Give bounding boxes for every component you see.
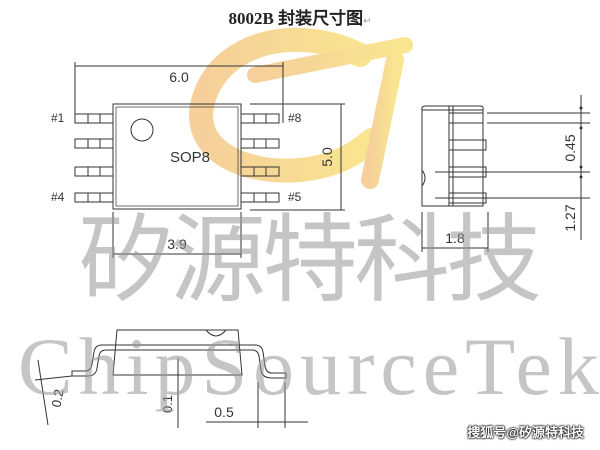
title-text: 8002B 封装尺寸图 bbox=[228, 9, 364, 28]
pin1-marker bbox=[130, 118, 154, 142]
dim-overall-width: 6.0 bbox=[169, 69, 189, 85]
package-label: SOP8 bbox=[170, 149, 210, 166]
dim-pitch: 1.27 bbox=[562, 204, 578, 231]
front-body bbox=[112, 329, 243, 376]
pin4-label: #4 bbox=[51, 190, 65, 204]
pin8-label: #8 bbox=[288, 111, 302, 125]
side-body bbox=[421, 109, 484, 207]
dim-body-width: 3.9 bbox=[167, 236, 187, 252]
lead-frame bbox=[71, 344, 287, 379]
watermark-english: ChipSourceTek bbox=[18, 321, 600, 412]
pin1-label: #1 bbox=[51, 111, 65, 125]
dim-thickness: 1.8 bbox=[445, 230, 465, 246]
dim-standoff: 0.1 bbox=[160, 395, 175, 413]
watermark-chinese: 矽源特科技 bbox=[78, 204, 542, 316]
right-pins bbox=[240, 113, 280, 203]
dim-lead-thickness: 0.2 bbox=[49, 388, 67, 408]
dim-foot-length: 0.5 bbox=[214, 404, 234, 420]
dim-lead-width: 0.45 bbox=[562, 134, 578, 161]
dim-body-height: 5.0 bbox=[319, 147, 335, 167]
pin5-label: #5 bbox=[288, 190, 302, 204]
source-credit: 搜狐号@矽源特科技 bbox=[467, 425, 584, 440]
package-body-outline bbox=[112, 103, 242, 210]
diagram-title: 8002B 封装尺寸图↵ bbox=[0, 4, 600, 29]
left-pins bbox=[74, 113, 114, 203]
return-mark: ↵ bbox=[363, 16, 372, 27]
